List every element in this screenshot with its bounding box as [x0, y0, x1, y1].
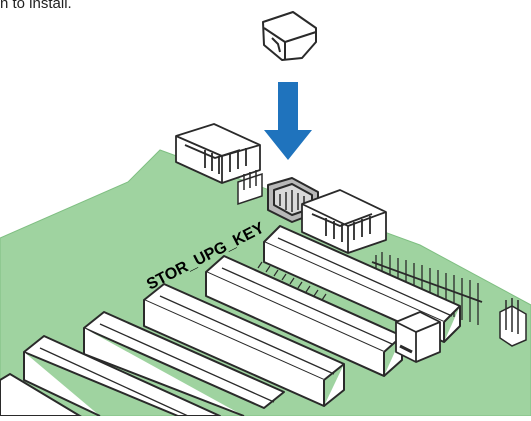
upgrade-key-icon: [262, 11, 317, 61]
fan-header: [499, 298, 527, 347]
pcie-slot-3: [143, 283, 345, 407]
caption-text: n to install.: [0, 0, 72, 12]
pin-header-small: [237, 170, 263, 206]
down-arrow-icon: [264, 82, 312, 160]
header-connector-right: [301, 189, 387, 254]
slot-latch: [395, 311, 441, 363]
pcie-slot-1: [263, 225, 461, 343]
pcie-slot-2: [205, 255, 403, 377]
pcie-slot-4: [83, 311, 285, 417]
header-connector-left: [175, 123, 261, 184]
